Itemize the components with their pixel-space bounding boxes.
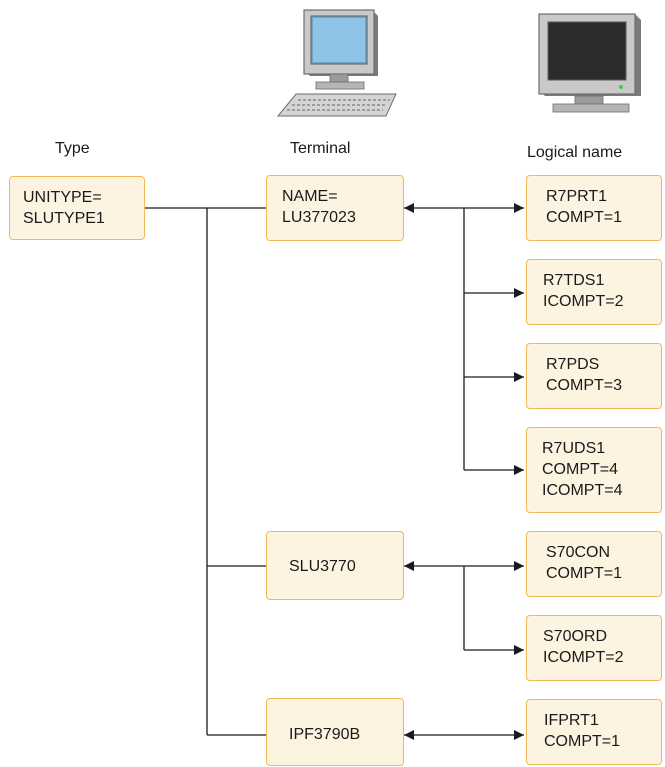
type-box: UNITYPE= SLUTYPE1 <box>9 176 145 240</box>
logical-name-box-r7prt1: R7PRT1 COMPT=1 <box>526 175 662 241</box>
monitor-icon <box>538 13 641 113</box>
logical-name-line1: IFPRT1 <box>544 712 599 729</box>
terminal-box-slu3770: SLU3770 <box>266 531 404 600</box>
terminal-line1: SLU3770 <box>289 558 356 575</box>
logical-name-box-r7tds1: R7TDS1 ICOMPT=2 <box>526 259 662 325</box>
logical-name-box-ifprt1: IFPRT1 COMPT=1 <box>526 699 662 765</box>
terminal-line2: LU377023 <box>282 209 356 226</box>
terminal-box-lu377023: NAME= LU377023 <box>266 175 404 241</box>
logical-name-line1: R7PDS <box>546 356 600 373</box>
logical-name-box-s70con: S70CON COMPT=1 <box>526 531 662 597</box>
terminal-line1: NAME= <box>282 188 338 205</box>
logical-name-box-s70ord: S70ORD ICOMPT=2 <box>526 615 662 681</box>
logical-name-line1: R7UDS1 <box>542 440 606 457</box>
logical-name-box-r7pds: R7PDS COMPT=3 <box>526 343 662 409</box>
logical-name-line2: COMPT=1 <box>546 565 623 582</box>
type-line1: UNITYPE= <box>23 189 102 206</box>
logical-name-line2: COMPT=1 <box>546 209 623 226</box>
logical-name-line1: R7PRT1 <box>546 188 608 205</box>
logical-name-line1: S70CON <box>546 544 611 561</box>
logical-name-line2: COMPT=1 <box>544 733 621 750</box>
computer-with-keyboard-icon <box>276 9 397 117</box>
type-header: Type <box>55 140 90 157</box>
logical-name-line3: ICOMPT=4 <box>542 482 623 499</box>
logical-name-header: Logical name <box>527 144 623 161</box>
logical-name-line2: ICOMPT=2 <box>543 649 624 666</box>
terminal-header: Terminal <box>290 140 351 157</box>
type-line2: SLUTYPE1 <box>23 210 105 227</box>
terminal-line1: IPF3790B <box>289 726 361 743</box>
logical-name-line2: COMPT=4 <box>542 461 619 478</box>
terminal-box-ipf3790b: IPF3790B <box>266 698 404 766</box>
logical-name-line2: COMPT=3 <box>546 377 623 394</box>
logical-name-line2: ICOMPT=2 <box>543 293 624 310</box>
logical-name-line1: S70ORD <box>543 628 608 645</box>
logical-name-box-r7uds1: R7UDS1 COMPT=4 ICOMPT=4 <box>526 427 662 513</box>
logical-name-line1: R7TDS1 <box>543 272 605 289</box>
